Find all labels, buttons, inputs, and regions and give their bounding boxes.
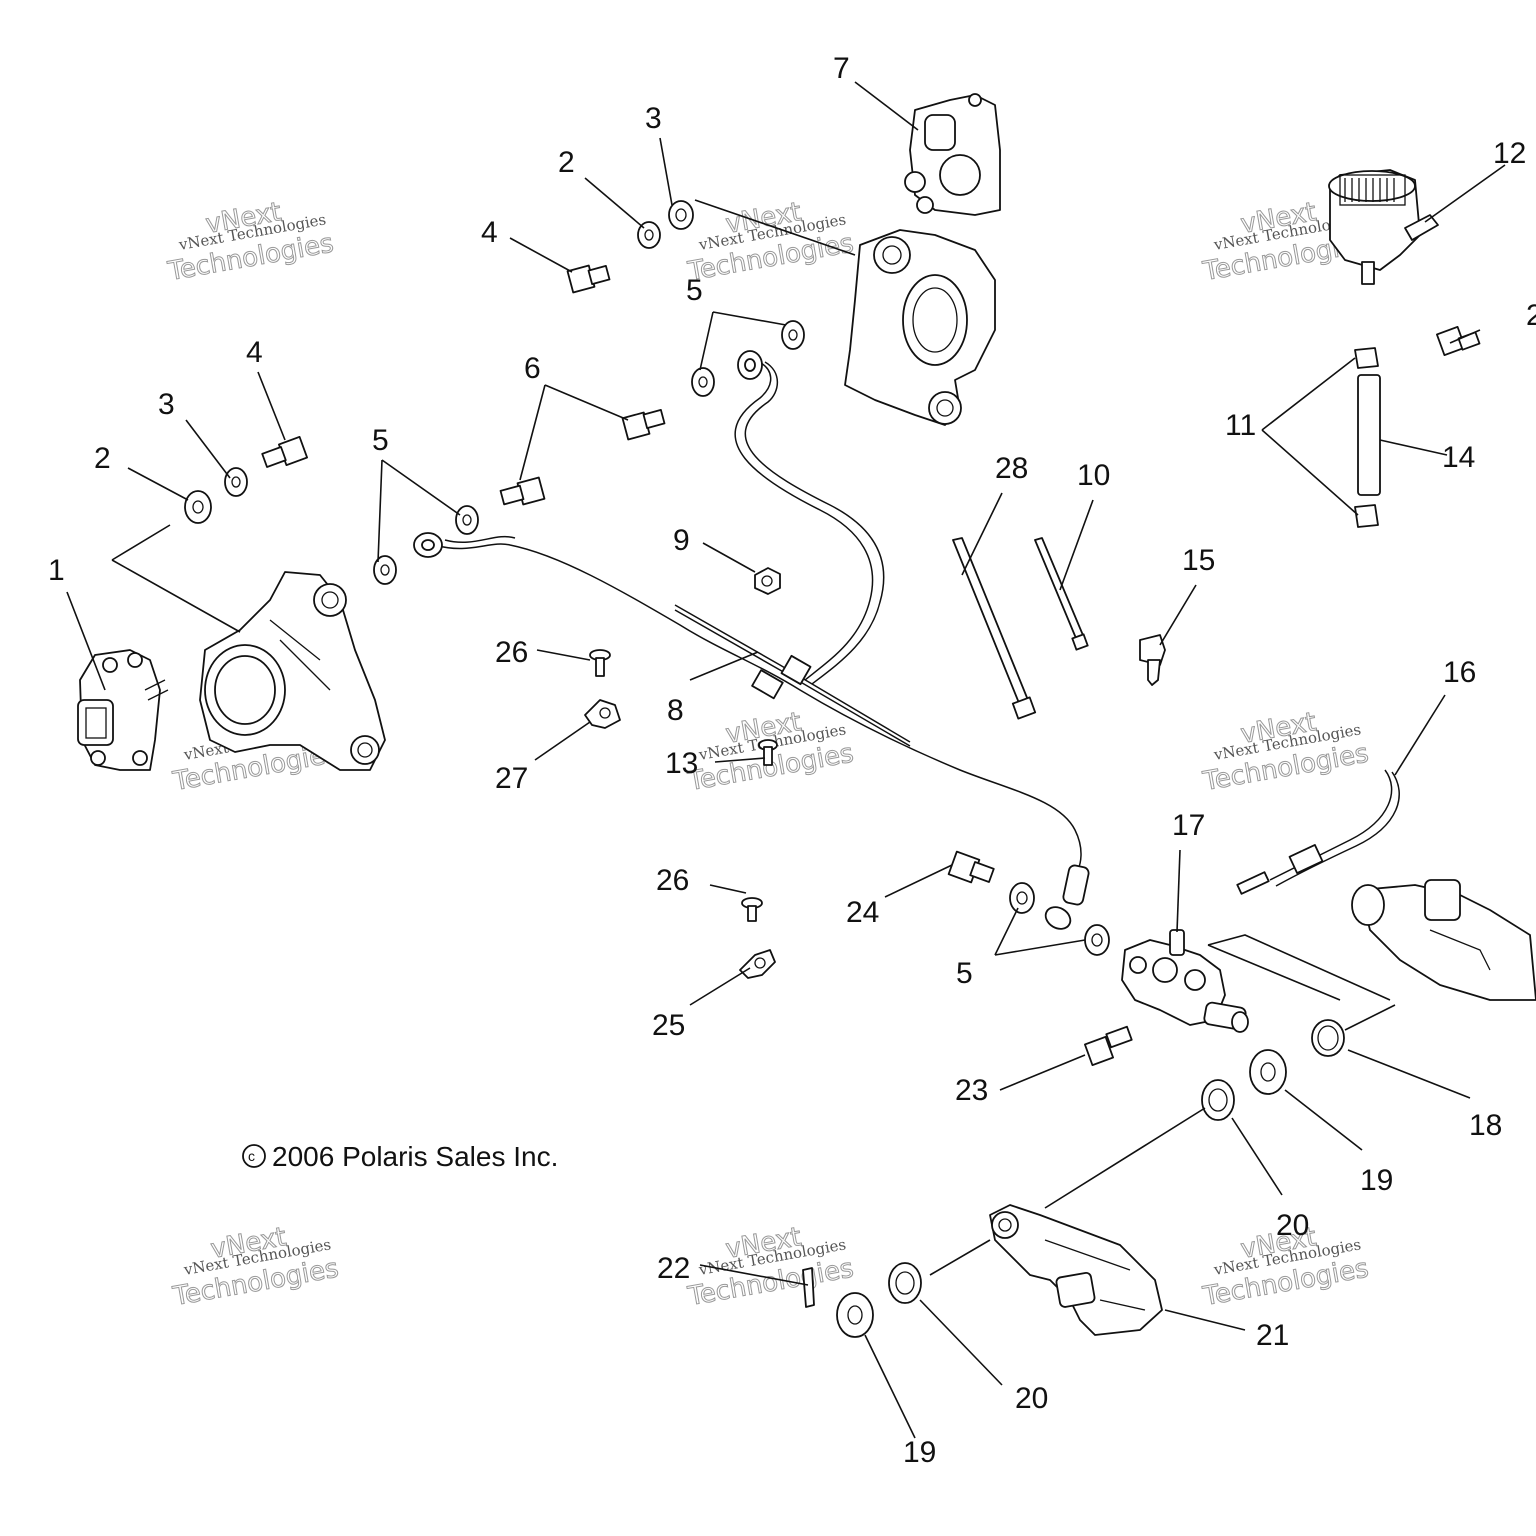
- cable-tie: [952, 537, 1037, 720]
- callout-8: 8: [667, 694, 684, 727]
- rivet: [758, 739, 778, 766]
- callout-20: 20: [1015, 1382, 1048, 1415]
- callout-15: 15: [1182, 544, 1215, 577]
- bushing: [888, 1262, 922, 1304]
- callout-5: 5: [372, 424, 389, 457]
- bolt: [499, 476, 546, 506]
- callout-2: 2: [94, 442, 111, 475]
- copyright-text: 2006 Polaris Sales Inc.: [272, 1141, 558, 1172]
- callout-4: 4: [481, 216, 498, 249]
- callout-27: 27: [495, 762, 528, 795]
- callout-25: 25: [652, 1009, 685, 1042]
- cable-tie: [1034, 537, 1089, 651]
- leader-lines: [66, 81, 1506, 1439]
- callout-28: 28: [995, 452, 1028, 485]
- watermark: vNext vNext Technologies Technologies: [685, 197, 857, 288]
- callout-26: 26: [656, 864, 689, 897]
- brake-fluid-reservoir: [1328, 169, 1439, 285]
- hose-clamp: [1354, 347, 1379, 528]
- rivet: [741, 897, 763, 922]
- callout-20: 20: [1276, 1209, 1309, 1242]
- front-brake-caliper-left: [77, 649, 169, 771]
- bolt: [621, 409, 666, 441]
- callout-3: 3: [158, 388, 175, 421]
- washer: [1084, 924, 1110, 956]
- cotter-pin: [802, 1267, 815, 1308]
- watermark: vNext vNext Technologies Technologies: [165, 197, 337, 288]
- callout-2: 2: [558, 146, 575, 179]
- callout-4: 4: [246, 336, 263, 369]
- callout-17: 17: [1172, 809, 1205, 842]
- washer: [1249, 1049, 1287, 1095]
- callout-13: 13: [665, 747, 698, 780]
- washer: [668, 200, 694, 230]
- hose-clip: [739, 949, 776, 979]
- watermark: vNext vNext Technologies Technologies: [685, 1222, 857, 1313]
- brake-lines: [413, 350, 1090, 930]
- callout-18: 18: [1469, 1109, 1502, 1142]
- callout-2: 2: [1526, 299, 1536, 332]
- callout-22: 22: [657, 1252, 690, 1285]
- master-cylinder: [1121, 929, 1249, 1033]
- bolt: [947, 850, 995, 884]
- copyright: c 2006 Polaris Sales Inc.: [242, 1141, 558, 1172]
- callout-19: 19: [903, 1436, 936, 1469]
- washer: [691, 367, 715, 397]
- washer: [1009, 882, 1035, 914]
- washer: [184, 490, 212, 524]
- copyright-symbol: [242, 1144, 266, 1168]
- bolt: [1436, 326, 1481, 356]
- callout-labels: 1 2 3 4 5 6 2 3 4 5 7 12 2 11 14 28 10 1…: [48, 52, 1536, 1469]
- brake-fitting: [1139, 634, 1166, 686]
- watermark: vNext vNext Technologies Technologies: [170, 1222, 342, 1313]
- callout-24: 24: [846, 896, 879, 929]
- callout-6: 6: [524, 352, 541, 385]
- bolt: [1084, 1025, 1133, 1066]
- callout-10: 10: [1077, 459, 1110, 492]
- washer: [224, 467, 248, 497]
- brake-caliper-bracket-left: [199, 571, 386, 771]
- bolt: [566, 264, 611, 294]
- front-brake-caliper-right: [904, 93, 1001, 216]
- copyright-symbol-letter: c: [248, 1148, 255, 1164]
- brake-caliper-bracket-right: [844, 229, 996, 426]
- nut: [754, 567, 781, 595]
- callout-5: 5: [956, 957, 973, 990]
- callout-9: 9: [673, 524, 690, 557]
- watermark: vNext vNext Technologies Technologies: [1200, 707, 1372, 798]
- washer: [455, 505, 479, 535]
- hose-tube: [1357, 374, 1381, 496]
- washer: [781, 320, 805, 350]
- callout-19: 19: [1360, 1164, 1393, 1197]
- callout-5: 5: [686, 274, 703, 307]
- callout-1: 1: [48, 554, 65, 587]
- washer: [373, 555, 397, 585]
- callout-16: 16: [1443, 656, 1476, 689]
- return-spring: [1311, 1019, 1345, 1057]
- bolt: [261, 436, 308, 468]
- callout-11: 11: [1225, 409, 1256, 442]
- rivet: [589, 649, 611, 677]
- callout-23: 23: [955, 1074, 988, 1107]
- brake-cable: [1236, 769, 1400, 895]
- brake-pedal: [989, 1204, 1163, 1336]
- callout-7: 7: [833, 52, 850, 85]
- callout-26: 26: [495, 636, 528, 669]
- washer: [836, 1292, 874, 1338]
- callout-12: 12: [1493, 137, 1526, 170]
- callout-3: 3: [645, 102, 662, 135]
- hose-clip: [584, 699, 621, 729]
- callout-21: 21: [1256, 1319, 1289, 1352]
- pedal-mount-bracket: [1351, 879, 1536, 1001]
- bushing: [1201, 1079, 1235, 1121]
- callout-14: 14: [1442, 441, 1475, 474]
